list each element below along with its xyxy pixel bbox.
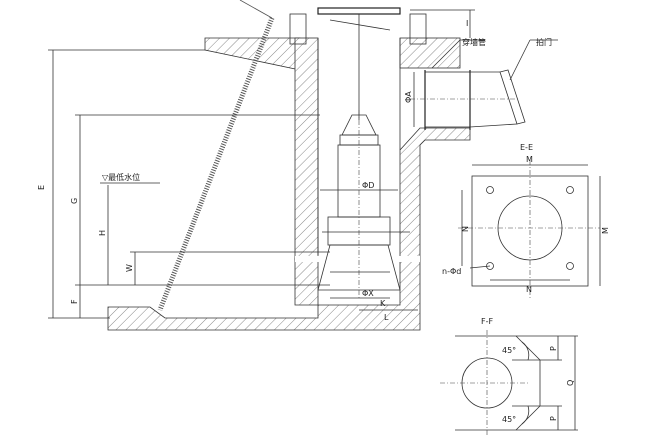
concrete-structure [107, 37, 471, 331]
dim-K: K [380, 299, 386, 308]
dim-phiD: ΦD [362, 181, 374, 190]
section-ee [458, 160, 601, 300]
bracket-right [409, 13, 427, 45]
ff-dim-P-bottom: P [549, 416, 558, 421]
dim-G: G [70, 198, 79, 204]
ee-dim-N-side: N [461, 226, 470, 232]
ee-dim-M-top: M [526, 155, 533, 164]
ee-dim-N-bottom: N [526, 285, 532, 294]
dim-F: F [70, 299, 79, 304]
bracket-left [289, 13, 307, 45]
flap-valve-shape [499, 69, 526, 125]
dim-phiA: ΦA [404, 91, 413, 103]
dim-L: L [384, 313, 389, 322]
section-ff-title: F-F [481, 317, 493, 326]
ff-angle-bottom: 45° [502, 415, 516, 424]
ff-dim-P-top: P [549, 346, 558, 351]
dim-E: E [37, 185, 46, 190]
pump [317, 110, 410, 300]
label-flap-valve: 拍门 [536, 37, 552, 47]
section-ee-title: E-E [520, 143, 533, 152]
dim-phiX: ΦX [362, 289, 374, 298]
ff-angle-top: 45° [502, 346, 516, 355]
well [289, 7, 427, 255]
ff-dim-Q: Q [566, 380, 575, 386]
dim-I: I [466, 19, 468, 28]
level-lines [48, 49, 418, 319]
label-min-water-level: ▽最低水位 [102, 172, 140, 182]
discharge-pipe [410, 9, 558, 130]
cable-hose [157, 0, 275, 311]
dim-H: H [98, 230, 107, 236]
ee-hole-label: n-Φd [442, 267, 461, 276]
dim-W: W [125, 264, 134, 272]
section-ff [440, 330, 578, 436]
label-wall-pipe: 穿墙管 [462, 37, 486, 47]
ee-dim-M-side: M [601, 227, 610, 234]
